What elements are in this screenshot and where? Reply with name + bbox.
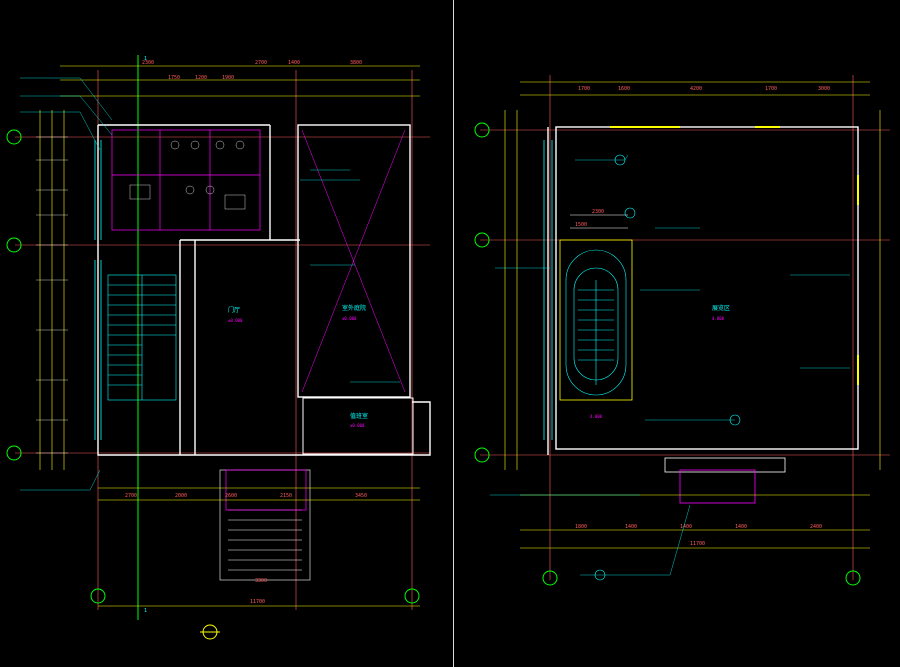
section-mark-icon [200, 624, 220, 640]
right-top-dim-lines [520, 81, 870, 96]
room-code: ±0.000 [350, 423, 365, 428]
room-code: 4.800 [590, 414, 603, 419]
dim-label: 1600 [618, 86, 630, 92]
dim-label: 3450 [355, 493, 367, 499]
dim-label: 4200 [690, 86, 702, 92]
right-top-dims: 1700 1600 4200 1700 3000 [578, 86, 830, 92]
left-stair [107, 274, 177, 401]
left-washrooms [111, 129, 261, 231]
room-code: ±0.000 [228, 318, 243, 323]
left-axis-tag: 1 1 [144, 56, 147, 614]
room-name: 展览区 [712, 304, 730, 312]
left-top-dim-lines [60, 65, 420, 97]
dim-label: 1500 [575, 222, 587, 228]
axis-tag-label: 1 [144, 56, 147, 62]
dim-label: 1400 [680, 524, 692, 530]
left-side-ticks [36, 136, 68, 454]
room-code: ±0.000 [342, 316, 357, 321]
dim-label: 1700 [765, 86, 777, 92]
dim-label: 2400 [810, 524, 822, 530]
left-entrance-frame [225, 469, 307, 511]
right-stair-frame [559, 239, 633, 401]
right-bottom-dims: 1800 1400 1400 1400 2400 11700 [575, 524, 822, 547]
left-room-labels: 门厅 ±0.000 室外庭院 ±0.000 值班室 ±0.000 [228, 304, 368, 428]
dim-label: 3800 [350, 60, 362, 66]
sheet-divider [453, 0, 454, 667]
axis-tag-label: 1 [144, 608, 147, 614]
dim-label: 2700 [125, 493, 137, 499]
room-code: 4.800 [712, 316, 725, 321]
left-duty-room [302, 397, 414, 455]
dim-label: 3000 [818, 86, 830, 92]
room-name: 门厅 [228, 306, 240, 314]
dim-label: 1700 [578, 86, 590, 92]
room-name: 室外庭院 [342, 304, 366, 312]
left-void-cross [301, 129, 406, 393]
overall-dim-label: 11700 [250, 599, 265, 605]
left-walls [97, 124, 431, 456]
right-axis-bubbles [474, 122, 861, 586]
dim-label: 2700 [255, 60, 267, 66]
left-entrance-stair [219, 469, 311, 581]
dim-label: 2300 [142, 60, 154, 66]
dim-label: 1900 [222, 75, 234, 81]
right-entrance [664, 457, 786, 473]
overall-dim-label: 11700 [690, 541, 705, 547]
left-fixtures [129, 140, 246, 210]
right-window-marks [610, 126, 859, 385]
dim-label: 1800 [575, 524, 587, 530]
right-floor-plan: 1700 1600 4200 1700 3000 [474, 75, 890, 586]
right-walls [547, 126, 859, 455]
right-axis-lines [480, 75, 890, 580]
left-floor-plan: 2300 1750 1200 1900 2700 1400 3800 [6, 55, 431, 640]
dim-label: 2000 [175, 493, 187, 499]
right-stair-dim-labels: 1500 2300 [575, 209, 604, 228]
left-leaders [20, 77, 400, 491]
left-axis-lines [15, 70, 430, 610]
dim-label: 1750 [168, 75, 180, 81]
dim-label: 2150 [280, 493, 292, 499]
left-axis-bubbles [6, 55, 420, 620]
right-west-windows [543, 140, 553, 440]
dim-label: 1400 [288, 60, 300, 66]
left-side-dim-lines [39, 110, 65, 470]
stair-dim-label: 3300 [255, 578, 267, 584]
detail-callout-icon [594, 154, 741, 581]
room-name: 值班室 [350, 412, 368, 420]
dim-label: 2300 [592, 209, 604, 215]
right-entrance-canopy [679, 469, 756, 504]
left-top-dims: 2300 1750 1200 1900 2700 1400 3800 [142, 60, 362, 81]
left-bottom-dims: 2700 2000 2600 2150 3450 11700 3300 [125, 493, 367, 605]
right-leaders [490, 154, 850, 576]
dim-label: 2600 [225, 493, 237, 499]
right-stair-dims [570, 214, 628, 229]
dim-label: 1400 [735, 524, 747, 530]
dim-label: 1200 [195, 75, 207, 81]
right-room-labels: 展览区 4.800 4.800 [590, 304, 730, 419]
left-windows [94, 140, 102, 440]
left-bottom-dim-lines [98, 487, 420, 607]
dim-label: 1400 [625, 524, 637, 530]
right-side-dim-lines [504, 110, 881, 470]
right-stair [565, 249, 627, 396]
